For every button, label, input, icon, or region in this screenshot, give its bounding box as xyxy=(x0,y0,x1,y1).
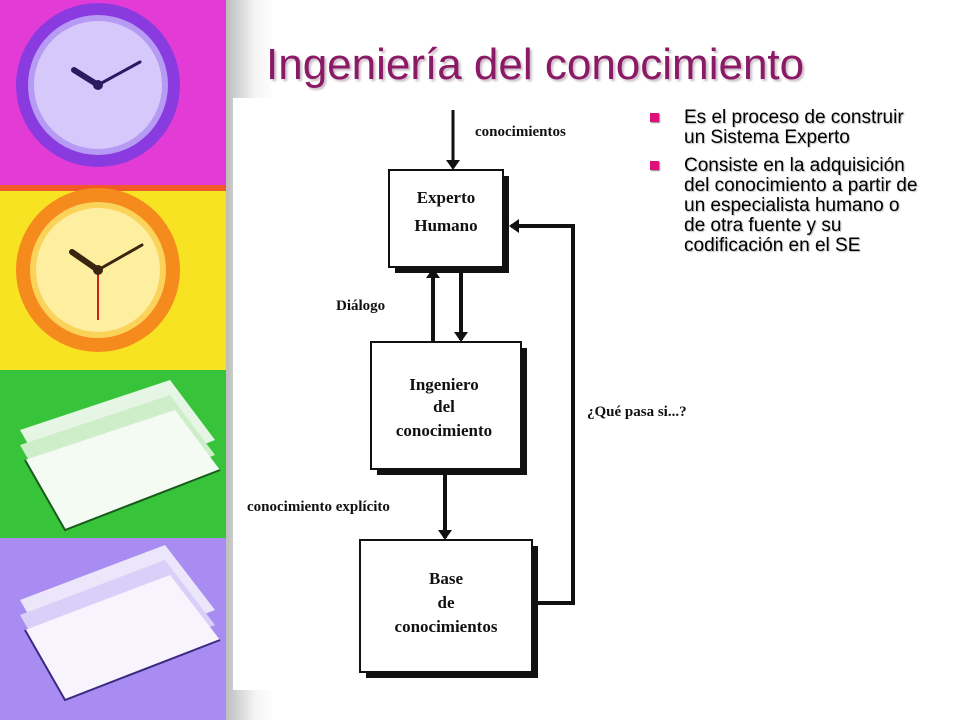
expert-box: Experto Humano xyxy=(388,169,509,273)
clock-image xyxy=(0,0,228,185)
dialog-label: Diálogo xyxy=(336,298,385,314)
bullet-square-icon xyxy=(650,161,659,170)
knowledge-engineering-diagram: Experto Humano Ingeniero del conocimient… xyxy=(233,98,733,690)
bullet-list: Es el proceso de construir un Sistema Ex… xyxy=(648,108,918,264)
bullet-text: Consiste en la adquisición del conocimie… xyxy=(684,155,918,256)
engineer-box: Ingeniero del conocimiento xyxy=(370,341,527,475)
input-label: conocimientos xyxy=(475,124,566,140)
bullet-square-icon xyxy=(650,113,659,122)
expert-box-line: Experto xyxy=(417,188,476,207)
clock-image xyxy=(0,185,228,370)
slide-title: Ingeniería del conocimiento xyxy=(266,40,805,89)
explicit-knowledge-label: conocimiento explícito xyxy=(247,499,390,515)
knowledge-base-box-line: conocimientos xyxy=(395,617,498,636)
bullet-item: Es el proceso de construir un Sistema Ex… xyxy=(648,108,918,148)
papers-image xyxy=(0,538,228,720)
knowledge-base-box-line: Base xyxy=(429,569,463,588)
expert-box-line: Humano xyxy=(414,216,477,235)
engineer-box-line: del xyxy=(433,397,455,416)
bullet-item: Consiste en la adquisición del conocimie… xyxy=(648,156,918,256)
bullet-text: Es el proceso de construir un Sistema Ex… xyxy=(684,107,904,148)
knowledge-base-box-line: de xyxy=(438,593,455,612)
decorative-sidebar xyxy=(0,0,228,720)
feedback-loop-arrow xyxy=(509,219,575,605)
papers-image xyxy=(0,370,228,538)
engineer-box-line: Ingeniero xyxy=(409,375,479,394)
engineer-box-line: conocimiento xyxy=(396,421,492,440)
whatif-label: ¿Qué pasa si...? xyxy=(587,404,687,420)
knowledge-base-box: Base de conocimientos xyxy=(359,539,538,678)
